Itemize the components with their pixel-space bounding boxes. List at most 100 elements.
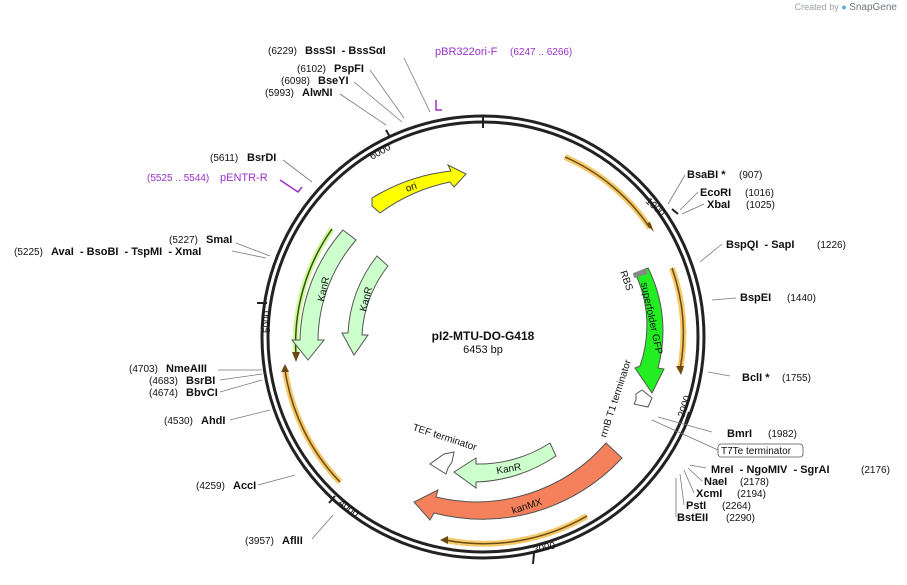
enzyme-ecori[interactable]: EcoRI (1016): [700, 187, 774, 199]
rbs-marker: [632, 268, 648, 279]
enzyme-name: BbvCI: [186, 387, 218, 399]
snapgene-logo-icon: ●: [841, 2, 847, 12]
kanr-inner-arrow: [341, 255, 389, 356]
enzyme-pos: (6102): [297, 64, 326, 75]
enzyme-name: NmeAIII: [166, 363, 207, 375]
primer-pbr322ori-f-mark: [435, 100, 442, 111]
enzyme-name: BsrDI: [247, 152, 276, 164]
enzyme-pos: (1440): [787, 293, 816, 304]
enzyme-pos: (5227): [169, 235, 198, 246]
enzyme-bseyi[interactable]: (6098) BseYI: [281, 75, 349, 87]
enzyme-xcmi[interactable]: XcmI (2194): [696, 488, 766, 500]
rrnb-terminator-label: rrnB T1 terminator: [598, 358, 634, 439]
enzyme-pos: (5225): [14, 247, 43, 258]
enzyme-name: XbaI: [707, 199, 730, 211]
enzyme-pos: (2176): [861, 465, 890, 476]
enzyme-name: BspEI: [740, 292, 771, 304]
primer-pentr-r-mark: [279, 179, 303, 194]
enzyme-name: BsaBI *: [687, 169, 726, 181]
primer-pbr322ori-f: pBR322ori-F (6247 .. 6266): [435, 46, 572, 58]
enzyme-bsabi[interactable]: BsaBI * (907): [687, 169, 762, 181]
enzyme-pos: (4259): [196, 481, 225, 492]
enzyme-avai[interactable]: (5225) AvaI - BsoBI - TspMI - XmaI: [14, 246, 201, 258]
tick-label-1000: 1000: [643, 196, 667, 219]
enzyme-pos: (2178): [740, 477, 769, 488]
enzyme-pos: (2264): [722, 501, 751, 512]
tick-label-3000: 3000: [532, 540, 556, 555]
t7te-terminator-frame: [717, 443, 804, 458]
primer-pentr-r-range: (5525 .. 5544): [147, 173, 209, 184]
enzyme-bmri[interactable]: BmrI (1982): [727, 428, 797, 440]
enzyme-mrei[interactable]: MreI - NgoMIV - SgrAI (2176): [711, 464, 890, 476]
enzyme-bsrbi[interactable]: (4683) BsrBI: [149, 375, 215, 387]
enzyme-pos: (1226): [817, 240, 846, 251]
enzyme-bsssi[interactable]: (6229) BssSI - BssSαI: [268, 45, 386, 57]
enzyme-pos: (2290): [726, 513, 755, 524]
enzyme-nmeaiii[interactable]: (4703) NmeAIII: [129, 363, 207, 375]
ori-arrow: [371, 163, 467, 214]
primer-pentr-r-name: pENTR-R: [220, 172, 268, 184]
enzyme-pos: (907): [739, 170, 762, 181]
primer-pbr322ori-f-name: pBR322ori-F: [435, 46, 498, 58]
primer-pbr322ori-f-range: (6247 .. 6266): [510, 47, 572, 58]
t7te-terminator-box[interactable]: T7Te terminator: [717, 443, 804, 458]
kanr-lower-arrow: [453, 442, 557, 489]
enzyme-pos: (2194): [737, 489, 766, 500]
tick-label-5000: 5000: [262, 310, 273, 333]
enzyme-psti[interactable]: PstI (2264): [686, 500, 751, 512]
enzyme-pos: (3957): [245, 536, 274, 547]
enzyme-pos: (4703): [129, 364, 158, 375]
enzyme-pos: (5993): [265, 88, 294, 99]
enzyme-xbai[interactable]: XbaI (1025): [707, 199, 775, 211]
enzyme-naei[interactable]: NaeI (2178): [704, 476, 769, 488]
enzyme-pspfi[interactable]: (6102) PspFI: [297, 63, 364, 75]
enzyme-name: BmrI: [727, 428, 752, 440]
enzyme-bspqi[interactable]: BspQI - SapI (1226): [726, 239, 846, 251]
enzyme-name: BclI *: [742, 372, 770, 384]
enzyme-name: SmaI: [206, 234, 232, 246]
enzyme-name: PspFI: [334, 63, 364, 75]
enzyme-name: BspQI - SapI: [726, 239, 794, 251]
enzyme-name: BseYI: [318, 75, 349, 87]
enzyme-name: BssSI - BssSαI: [305, 45, 386, 57]
credit-prefix: Created by: [794, 2, 839, 12]
enzyme-pos: (4683): [149, 376, 178, 387]
plasmid-length: 6453 bp: [463, 344, 503, 356]
kanr-outer-arrow: [290, 229, 357, 361]
orf-arrowheads: [281, 222, 684, 544]
enzyme-acci[interactable]: (4259) AccI: [196, 480, 256, 492]
enzyme-name: XcmI: [696, 488, 722, 500]
enzyme-name: AflII: [282, 535, 303, 547]
snapgene-credit: Created by ● SnapGene: [795, 2, 897, 13]
enzyme-pos: (4530): [164, 416, 193, 427]
enzyme-name: PstI: [686, 500, 706, 512]
kanr-lower-label: KanR: [496, 462, 523, 477]
primer-pentr-r: (5525 .. 5544) pENTR-R: [147, 172, 268, 184]
enzyme-bsrdi[interactable]: (5611) BsrDI: [210, 152, 276, 164]
leader-lines: [218, 57, 737, 540]
enzyme-ahdi[interactable]: (4530) AhdI: [164, 415, 225, 427]
enzyme-name: NaeI: [704, 476, 727, 488]
enzyme-name: AvaI - BsoBI - TspMI - XmaI: [51, 246, 201, 258]
enzyme-bsteii[interactable]: BstEII (2290): [677, 512, 755, 524]
enzyme-name: EcoRI: [700, 187, 731, 199]
enzyme-name: MreI - NgoMIV - SgrAI: [711, 464, 830, 476]
enzyme-alwni[interactable]: (5993) AlwNI: [265, 87, 333, 99]
enzyme-bspei[interactable]: BspEI (1440): [740, 292, 816, 304]
plasmid-name: pI2-MTU-DO-G418: [432, 329, 535, 343]
enzyme-pos: (1016): [745, 188, 774, 199]
rrnb-terminator-arrow: [633, 389, 653, 408]
kanr-outer-label: KanR: [316, 276, 332, 303]
enzyme-name: AccI: [233, 480, 256, 492]
ori-label: ori: [404, 181, 418, 195]
enzyme-bcli[interactable]: BclI * (1755): [742, 372, 811, 384]
kanmx-arrow: [413, 442, 623, 521]
enzyme-smai[interactable]: (5227) SmaI: [169, 234, 232, 246]
enzyme-pos: (4674): [149, 388, 178, 399]
enzyme-name: BsrBI: [186, 375, 215, 387]
enzyme-bbvci[interactable]: (4674) BbvCI: [149, 387, 218, 399]
enzyme-aflii[interactable]: (3957) AflII: [245, 535, 303, 547]
rbs-label: RBS: [617, 269, 634, 292]
enzyme-name: BstEII: [677, 512, 708, 524]
